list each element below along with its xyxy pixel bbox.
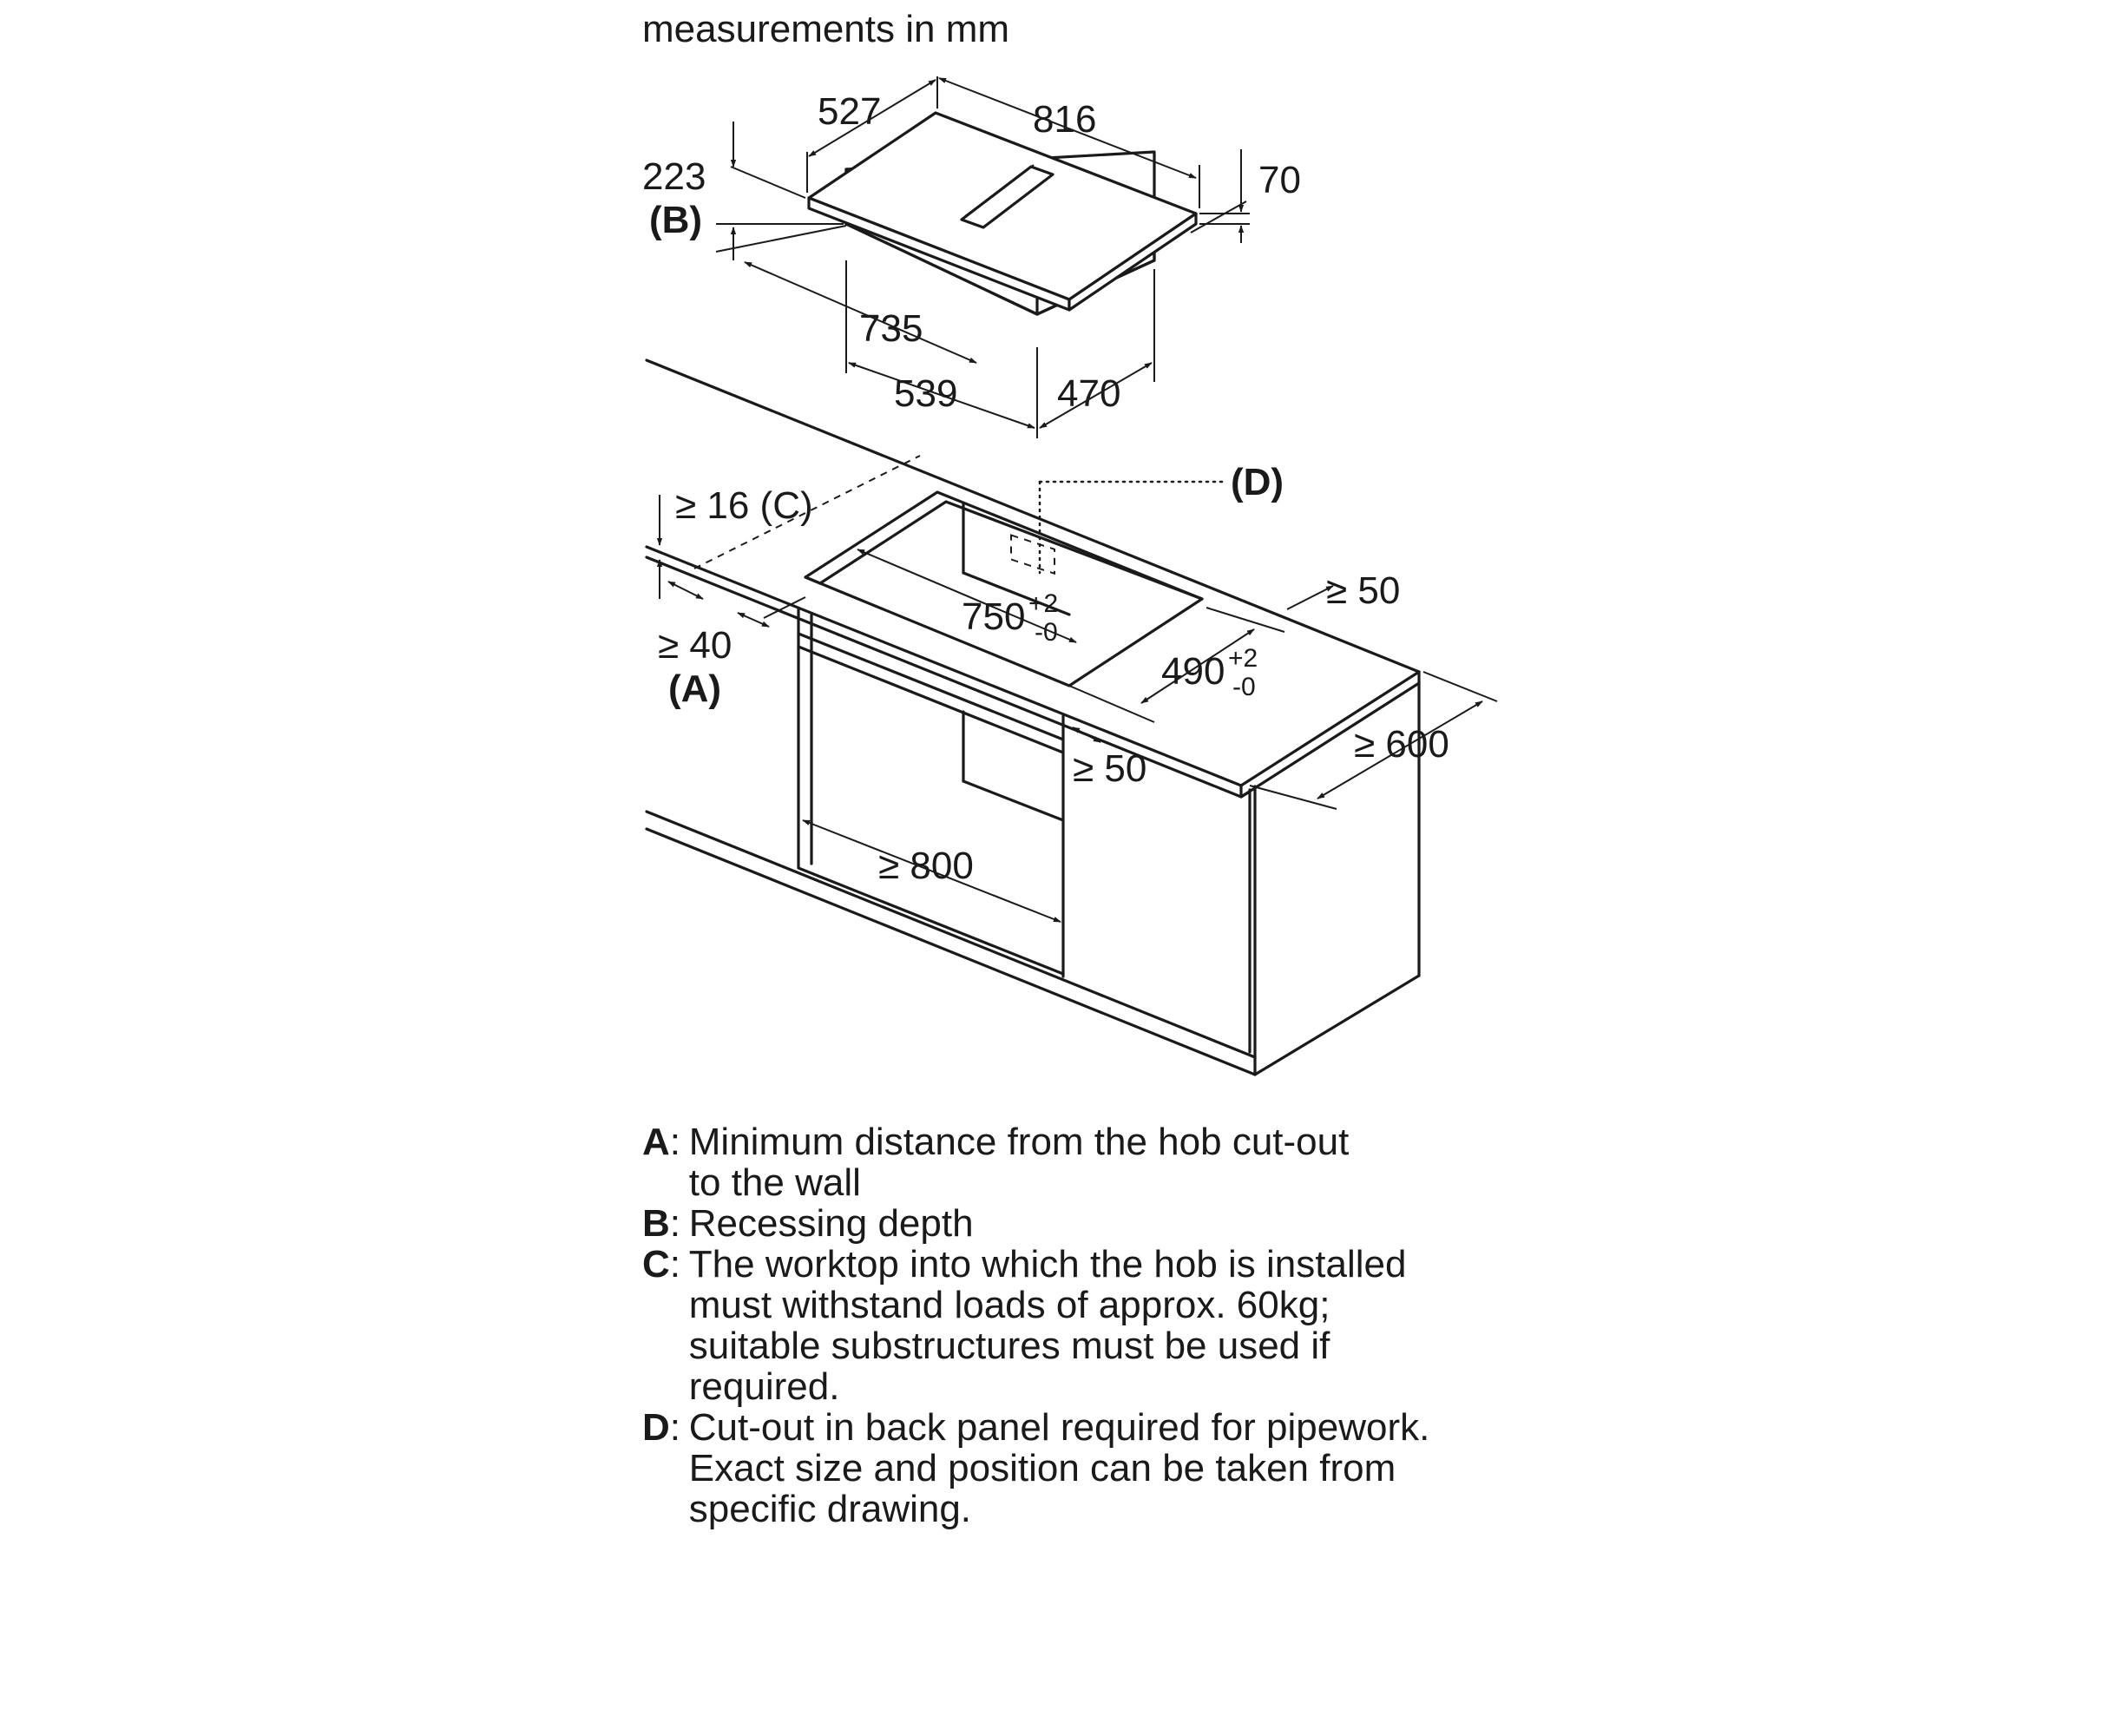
label-cutout-width: 750 — [962, 595, 1025, 638]
hob-drawing — [807, 111, 1198, 316]
label-hob-width: 816 — [1033, 98, 1096, 141]
legend-item-c: C:The worktop into which the hob is inst… — [642, 1243, 1407, 1408]
label-cabinet-width: ≥ 800 — [878, 845, 974, 887]
label-cutout-width-tol-plus: +2 — [1028, 589, 1058, 618]
worktop-dimensions — [656, 495, 1498, 923]
cabinet-left-side — [797, 608, 1065, 976]
label-worktop-depth: ≥ 600 — [1354, 723, 1449, 766]
label-cutout-depth-tol-plus: +2 — [1228, 644, 1258, 673]
label-back-panel-key: (D) — [1231, 461, 1284, 503]
label-worktop-thickness: ≥ 16 (C) — [675, 484, 813, 527]
label-cutout-depth: 490 — [1161, 650, 1225, 693]
legend-item-b: B:Recessing depth — [642, 1202, 974, 1245]
label-hob-depth: 527 — [818, 90, 881, 133]
hob-dimensions — [715, 76, 1250, 438]
legend: A:Minimum distance from the hob cut-out … — [642, 1121, 1429, 1529]
label-hob-height: 70 — [1258, 159, 1301, 201]
label-body-width: 735 — [859, 307, 923, 350]
label-recess-key: (B) — [649, 199, 702, 241]
wall-line — [645, 358, 1421, 674]
legend-item-d: D:Cut-out in back panel required for pip… — [642, 1406, 1430, 1530]
dimension-labels: 527 816 70 223 (B) 735 539 470 ≥ 16 (C) … — [642, 90, 1449, 887]
page-title: measurements in mm — [642, 8, 1010, 50]
worktop-drawing — [645, 358, 1421, 1076]
label-front-clearance: ≥ 50 — [1073, 747, 1146, 790]
label-recess-depth: 223 — [642, 155, 706, 198]
label-body-depth-side: 470 — [1057, 372, 1120, 415]
label-cutout-width-tol-minus: -0 — [1035, 618, 1058, 647]
label-wall-distance: ≥ 40 — [658, 624, 732, 667]
label-side-clearance: ≥ 50 — [1326, 569, 1400, 612]
label-body-depth-front: 539 — [894, 372, 957, 415]
legend-item-a: A:Minimum distance from the hob cut-out … — [642, 1121, 1350, 1204]
label-wall-key: (A) — [668, 667, 721, 710]
label-cutout-depth-tol-minus: -0 — [1232, 673, 1256, 701]
worktop-surface — [645, 545, 1421, 787]
plinth — [645, 810, 1257, 1059]
